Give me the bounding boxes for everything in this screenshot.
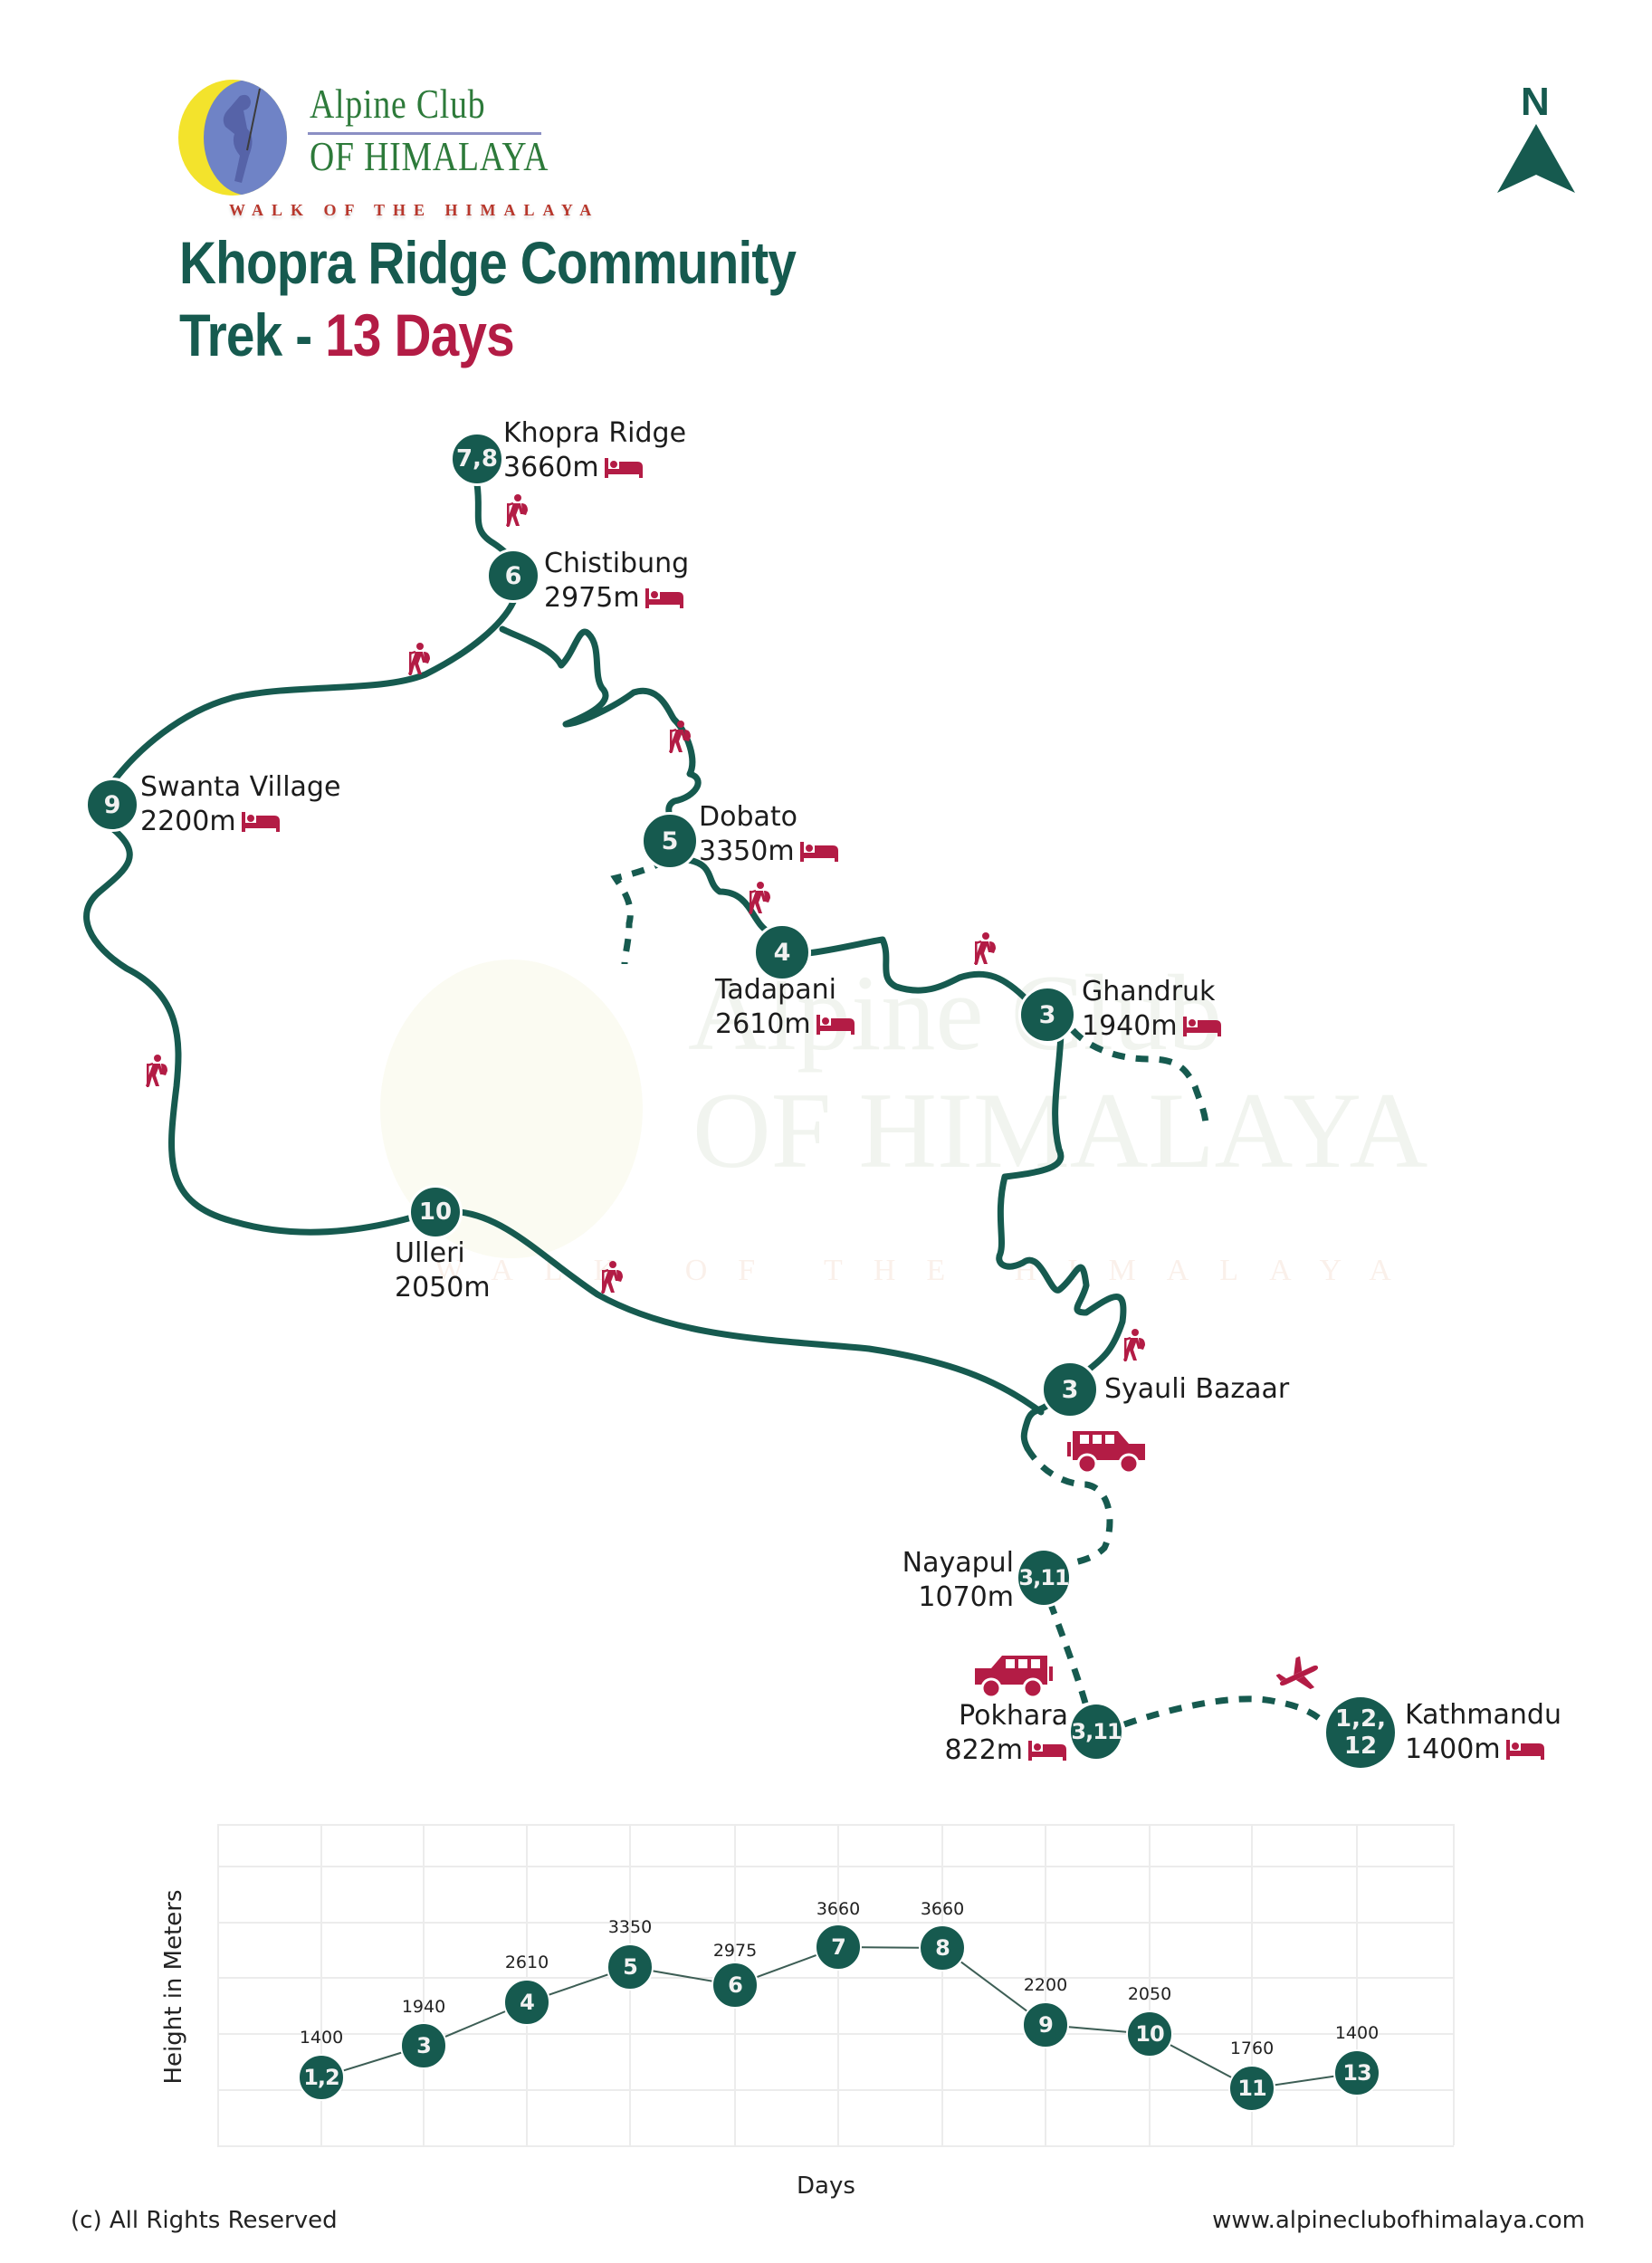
stop-dobato-label: Dobato 3350m: [699, 800, 840, 869]
copyright-text: (c) All Rights Reserved: [71, 2207, 338, 2234]
chart-value-label: 1400: [1334, 2023, 1380, 2043]
chart-value-label: 1940: [401, 1997, 446, 2017]
north-arrow-icon: [1497, 124, 1575, 193]
stop-name: Pokhara: [959, 1700, 1068, 1732]
stop-swanta-village-label: Swanta Village 2200m: [140, 770, 340, 839]
stop-ghandruk-marker[interactable]: 3: [1018, 986, 1076, 1044]
stop-pokhara-label: Pokhara 822m: [887, 1699, 1068, 1768]
chart-value-label: 2610: [504, 1953, 549, 1972]
stop-swanta-village-marker[interactable]: 9: [85, 778, 139, 832]
chart-day-marker[interactable]: 5: [606, 1943, 654, 1991]
chart-day-marker[interactable]: 7: [815, 1924, 862, 1971]
watermark-line2: OF HIMALAYA: [692, 1070, 1428, 1190]
chart-value-label: 3660: [816, 1899, 861, 1919]
stop-altitude: 2050m: [395, 1272, 491, 1303]
logo-divider: [308, 132, 541, 135]
stop-days-line2: 12: [1343, 1733, 1378, 1760]
stop-altitude: 2975m: [544, 582, 640, 614]
stop-name: Swanta Village: [140, 771, 341, 803]
trail-map: [83, 481, 1329, 1728]
chart-day-marker[interactable]: 4: [503, 1979, 550, 2026]
stop-nayapul-marker[interactable]: 3,11: [1016, 1548, 1072, 1608]
chart-day-marker[interactable]: 9: [1022, 2001, 1069, 2048]
stop-nayapul-label: Nayapul 1070m: [869, 1546, 1014, 1615]
page-title-line1: Khopra Ridge Community: [179, 229, 797, 296]
chart-day-marker[interactable]: 1,2: [298, 2054, 345, 2101]
stop-name: Nayapul: [902, 1547, 1014, 1579]
chart-value-label: 2200: [1023, 1975, 1068, 1995]
logo-climber-icon: [178, 80, 287, 196]
jeep-icon: [1067, 1431, 1145, 1475]
watermark-line3: WALK OF THE HIMALAYA: [434, 1254, 1422, 1287]
stop-ghandruk-label: Ghandruk 1940m: [1082, 975, 1223, 1044]
stop-kathmandu-label: Kathmandu 1400m: [1405, 1698, 1561, 1767]
stop-name: Dobato: [699, 801, 797, 833]
logo-text-line2: OF HIMALAYA: [310, 133, 549, 179]
chart-value-label: 2050: [1127, 1984, 1172, 2004]
stop-syauli-bazaar-label: Syauli Bazaar: [1104, 1373, 1290, 1405]
chart-day-marker[interactable]: 8: [919, 1924, 966, 1972]
stop-altitude: 3350m: [699, 835, 795, 867]
stop-syauli-bazaar-marker[interactable]: 3: [1041, 1361, 1099, 1418]
stop-tadapani-marker[interactable]: 4: [753, 923, 811, 981]
stop-name: Chistibung: [544, 548, 690, 579]
stop-ulleri-label: Ulleri 2050m: [395, 1237, 491, 1305]
chart-day-marker[interactable]: 6: [711, 1962, 759, 2009]
stop-khopra-ridge-marker[interactable]: 7,8: [450, 432, 504, 486]
logo-tagline: WALK OF THE HIMALAYA: [229, 201, 600, 219]
stop-altitude: 1400m: [1405, 1733, 1501, 1765]
stop-tadapani-label: Tadapani 2610m: [715, 973, 856, 1042]
stop-name: Ulleri: [395, 1237, 465, 1269]
stop-name: Kathmandu: [1405, 1699, 1561, 1731]
stop-days-line1: 1,2,: [1335, 1705, 1386, 1733]
airplane-icon: [1276, 1657, 1319, 1690]
stop-altitude: 2200m: [140, 806, 236, 837]
stop-name: Ghandruk: [1082, 976, 1216, 1007]
title-days: 13 Days: [325, 301, 514, 368]
stop-kathmandu-marker[interactable]: 1,2, 12: [1323, 1695, 1398, 1771]
chart-value-label: 1400: [299, 2028, 344, 2048]
chart-day-marker[interactable]: 3: [400, 2022, 447, 2069]
stop-chistibung-label: Chistibung 2975m: [544, 547, 689, 616]
stop-name: Khopra Ridge: [503, 417, 687, 449]
stop-altitude: 822m: [944, 1734, 1023, 1766]
chart-day-marker[interactable]: 13: [1333, 2049, 1380, 2096]
stop-ulleri-marker[interactable]: 10: [408, 1185, 463, 1239]
chart-x-axis-label: Days: [797, 2172, 855, 2200]
stop-pokhara-marker[interactable]: 3,11: [1068, 1702, 1124, 1762]
chart-day-marker[interactable]: 10: [1126, 2010, 1173, 2058]
stop-altitude: 1070m: [918, 1581, 1014, 1613]
page-title-line2: Trek - 13 Days: [179, 301, 515, 369]
chart-value-label: 3350: [607, 1917, 653, 1937]
stop-altitude: 3660m: [503, 452, 599, 483]
chart-y-axis-label: Height in Meters: [160, 1889, 187, 2085]
website-link[interactable]: www.alpineclubofhimalaya.com: [1212, 2207, 1585, 2234]
stop-dobato-marker[interactable]: 5: [641, 812, 699, 870]
chart-value-label: 2975: [712, 1941, 758, 1961]
stop-altitude: 1940m: [1082, 1010, 1178, 1042]
title-prefix: Trek -: [179, 301, 326, 368]
stop-khopra-ridge-label: Khopra Ridge 3660m: [503, 416, 686, 485]
chart-value-label: 3660: [920, 1899, 965, 1919]
stop-name: Tadapani: [715, 974, 836, 1006]
logo-text-line1: Alpine Club: [310, 81, 486, 127]
jeep-icon: [975, 1656, 1053, 1699]
chart-day-marker[interactable]: 11: [1228, 2065, 1275, 2112]
stop-altitude: 2610m: [715, 1008, 811, 1040]
compass-n-label: N: [1521, 80, 1550, 124]
chart-value-label: 1760: [1229, 2039, 1275, 2058]
stop-chistibung-marker[interactable]: 6: [486, 549, 540, 603]
